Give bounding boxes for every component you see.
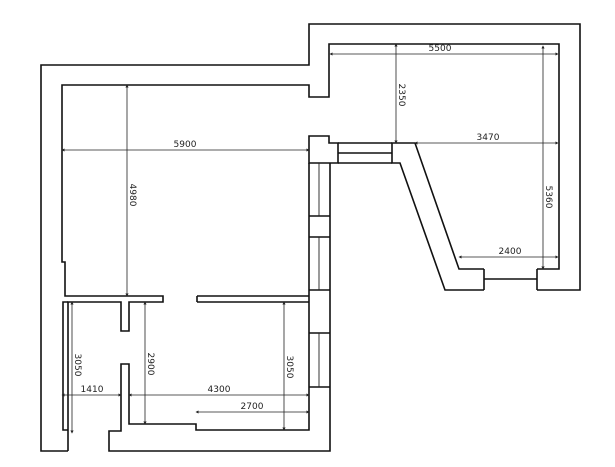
right-wall-left-building	[108, 163, 331, 452]
dim-1410: 1410	[81, 385, 104, 395]
dim-3050-left: 3050	[72, 354, 82, 377]
dim-2900: 2900	[145, 353, 155, 376]
dimension-lines: 5500 2350 3470 5360 2400 5900 4980 3050 …	[61, 43, 559, 434]
dim-4980: 4980	[127, 184, 137, 207]
dim-3470: 3470	[477, 133, 500, 143]
pillar-top	[308, 135, 339, 164]
interior-wall	[196, 295, 309, 303]
window-bottom-right	[483, 269, 538, 290]
window-connector	[338, 142, 392, 164]
dim-2400: 2400	[499, 247, 522, 257]
dim-4300: 4300	[208, 385, 231, 395]
dim-5360: 5360	[543, 186, 553, 209]
left-wall-bottom	[62, 301, 68, 431]
dim-5900: 5900	[174, 140, 197, 150]
dim-5500: 5500	[429, 44, 452, 54]
dim-3050-right: 3050	[284, 356, 294, 379]
dim-2700: 2700	[241, 402, 264, 412]
dim-2350: 2350	[396, 84, 406, 107]
walls	[40, 23, 581, 452]
